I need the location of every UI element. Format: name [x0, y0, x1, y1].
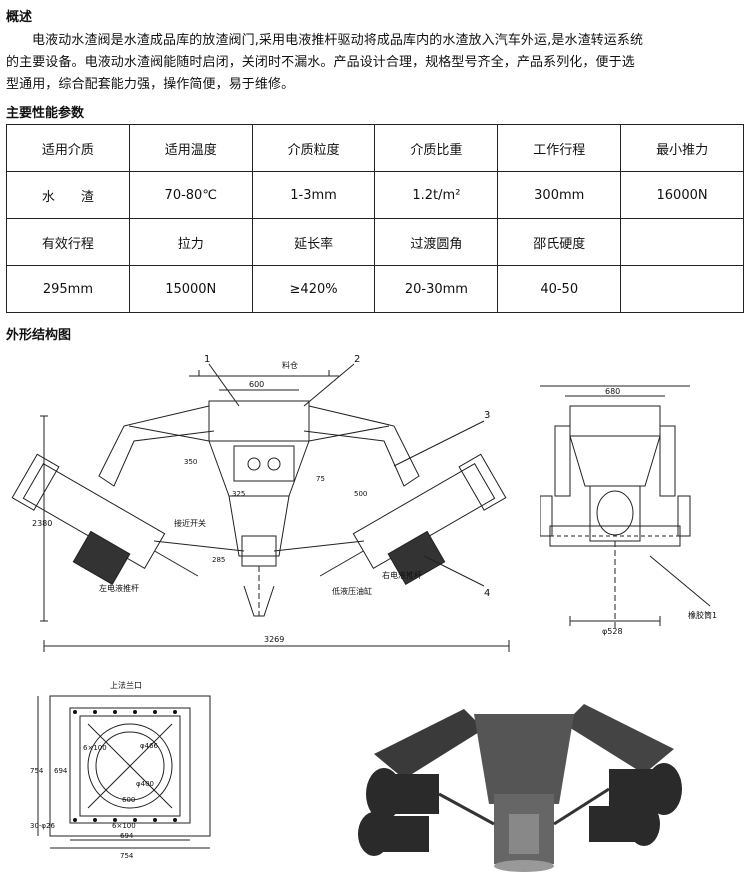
- table-cell: 适用温度: [128, 124, 253, 172]
- table-cell: 有效行程: [6, 218, 130, 266]
- table-cell: 1-3mm: [251, 171, 376, 219]
- flange-title: 上法兰口: [110, 680, 142, 690]
- dim-350: 350: [184, 458, 197, 466]
- flange-dim-400: φ400: [136, 780, 154, 788]
- limit-switch-label: 接近开关: [174, 518, 206, 528]
- dim-325: 325: [232, 490, 245, 498]
- table-cell: 工作行程: [497, 124, 622, 172]
- table-row: 适用介质 适用温度 介质粒度 介质比重 工作行程 最小推力: [6, 124, 744, 172]
- hopper-label: 料仓: [282, 360, 298, 370]
- table-cell: 水 渣: [6, 171, 130, 219]
- table-cell: 300mm: [497, 171, 622, 219]
- table-cell: 邵氏硬度: [497, 218, 622, 266]
- front-view-drawing: 1 2 3 4 料仓 600 350 325 75 285 500 2380 3…: [11, 354, 510, 652]
- spec-table: 适用介质 适用温度 介质粒度 介质比重 工作行程 最小推力 水 渣 70-80℃…: [6, 124, 744, 313]
- overview-line-2: 的主要设备。电液动水渣阀能随时启闭，关闭时不漏水。产品设计合理，规格型号齐全，产…: [6, 55, 635, 70]
- side-view-drawing: 680 φ528 橡胶筒1: [540, 385, 717, 636]
- dim-3269: 3269: [264, 635, 284, 644]
- callout-4: 4: [484, 588, 490, 599]
- table-cell: 介质粒度: [251, 124, 376, 172]
- callout-2: 2: [354, 354, 360, 365]
- table-cell: 70-80℃: [128, 171, 253, 219]
- cylinder-label: 低液压油缸: [332, 586, 372, 596]
- table-row: 295mm 15000N ≥420% 20-30mm 40-50: [6, 265, 744, 313]
- dim-285: 285: [212, 556, 225, 564]
- side-dim-680: 680: [605, 387, 620, 396]
- dim-500: 500: [354, 490, 367, 498]
- side-dim-528: φ528: [602, 627, 623, 636]
- table-cell: 过渡圆角: [374, 218, 499, 266]
- dim-75: 75: [316, 475, 325, 483]
- flange-dim-754-h: 754: [120, 852, 134, 860]
- table-cell: 介质比重: [374, 124, 499, 172]
- overview-line-3: 型通用，综合配套能力强，操作简便，易于维修。: [6, 77, 295, 92]
- flange-dim-754-v: 754: [30, 767, 44, 775]
- table-cell: 最小推力: [620, 124, 744, 172]
- flange-holes: 30-φ26: [30, 822, 56, 830]
- overview-line-1: 电液动水渣阀是水渣成品库的放渣阀门,采用电液推杆驱动将成品库内的水渣放入汽车外运…: [32, 33, 644, 48]
- table-cell: 295mm: [6, 265, 130, 313]
- table-cell: 延长率: [251, 218, 376, 266]
- specs-heading: 主要性能参数: [6, 106, 85, 121]
- table-cell: ≥420%: [251, 265, 376, 313]
- table-cell: 1.2t/m²: [374, 171, 499, 219]
- table-cell: [620, 265, 744, 313]
- table-cell: 15000N: [128, 265, 253, 313]
- table-cell: 适用介质: [6, 124, 130, 172]
- overview-heading: 概述: [6, 10, 33, 25]
- flange-dim-6x100-v: 6×100: [83, 744, 107, 752]
- product-photo: [344, 694, 704, 874]
- flange-dim-466: φ466: [140, 742, 159, 750]
- table-row: 有效行程 拉力 延长率 过渡圆角 邵氏硬度: [6, 218, 744, 266]
- callout-1: 1: [204, 354, 210, 365]
- flange-dim-694-v: 694: [54, 767, 68, 775]
- dim-2380: 2380: [32, 519, 52, 528]
- flange-dim-694-h: 694: [120, 832, 134, 840]
- right-actuator-label: 右电液推杆: [382, 570, 422, 580]
- flange-drawing: 上法兰口 754 694 6×100 φ466 φ400 600 6×100 6…: [30, 680, 211, 860]
- table-cell: 20-30mm: [374, 265, 499, 313]
- table-cell: 40-50: [497, 265, 622, 313]
- flange-dim-6x100-h: 6×100: [112, 822, 136, 830]
- table-cell: [620, 218, 744, 266]
- table-row: 水 渣 70-80℃ 1-3mm 1.2t/m² 300mm 16000N: [6, 171, 744, 219]
- table-cell: 拉力: [128, 218, 253, 266]
- callout-3: 3: [484, 410, 490, 421]
- dim-600: 600: [249, 380, 264, 389]
- left-actuator-label: 左电液推杆: [99, 583, 139, 593]
- flange-dim-600: 600: [122, 796, 135, 804]
- rubber-tube-label: 橡胶筒1: [688, 610, 717, 620]
- table-cell: 16000N: [620, 171, 744, 219]
- drawings-heading: 外形结构图: [6, 328, 72, 343]
